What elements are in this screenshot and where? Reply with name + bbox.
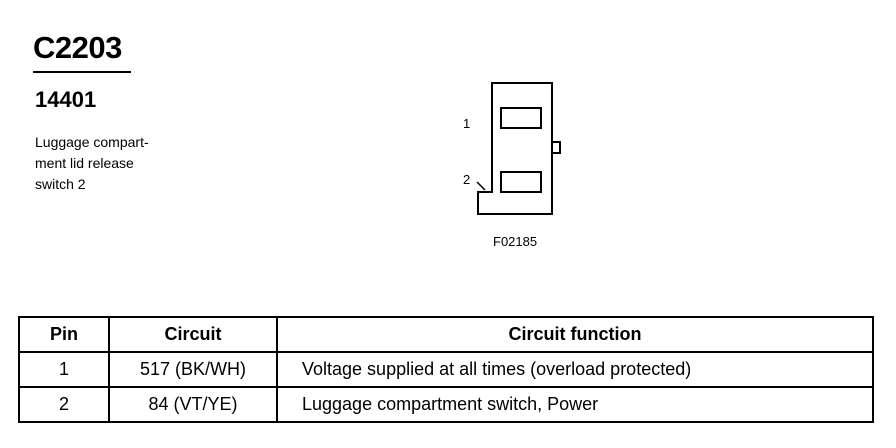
connector-id: C2203 [33, 30, 122, 65]
connector-lock-tab [551, 141, 561, 154]
pin-cavity-1 [500, 107, 542, 129]
cell-circuit: 84 (VT/YE) [108, 386, 278, 423]
header-circuit: Circuit [108, 316, 278, 353]
connector-id-underline [33, 71, 131, 73]
connector-housing [477, 82, 553, 215]
pin-cavity-2 [500, 171, 542, 193]
pin-label-1: 1 [463, 116, 470, 131]
table-row: 1 517 (BK/WH) Voltage supplied at all ti… [18, 351, 874, 388]
table-header-row: Pin Circuit Circuit function [18, 316, 874, 353]
cell-circuit-function: Luggage compartment switch, Power [276, 386, 874, 423]
connector-diagram: 1 2 [463, 82, 561, 215]
table-row: 2 84 (VT/YE) Luggage compartment switch,… [18, 386, 874, 423]
description-line: Luggage compart- [35, 134, 149, 150]
part-number: 14401 [35, 87, 97, 112]
description-line: ment lid release [35, 155, 134, 171]
description-line: switch 2 [35, 176, 86, 192]
cell-circuit: 517 (BK/WH) [108, 351, 278, 388]
figure-code: F02185 [493, 234, 538, 249]
cell-pin: 1 [18, 351, 110, 388]
header-pin: Pin [18, 316, 110, 353]
cell-circuit-function: Voltage supplied at all times (overload … [276, 351, 874, 388]
pin-table: Pin Circuit Circuit function 1 517 (BK/W… [18, 316, 874, 423]
header-circuit-function: Circuit function [276, 316, 874, 353]
pin-label-2: 2 [463, 172, 470, 187]
connector-description: Luggage compart- ment lid release switch… [35, 132, 185, 195]
pin-label-2-pointer [476, 181, 486, 191]
cell-pin: 2 [18, 386, 110, 423]
